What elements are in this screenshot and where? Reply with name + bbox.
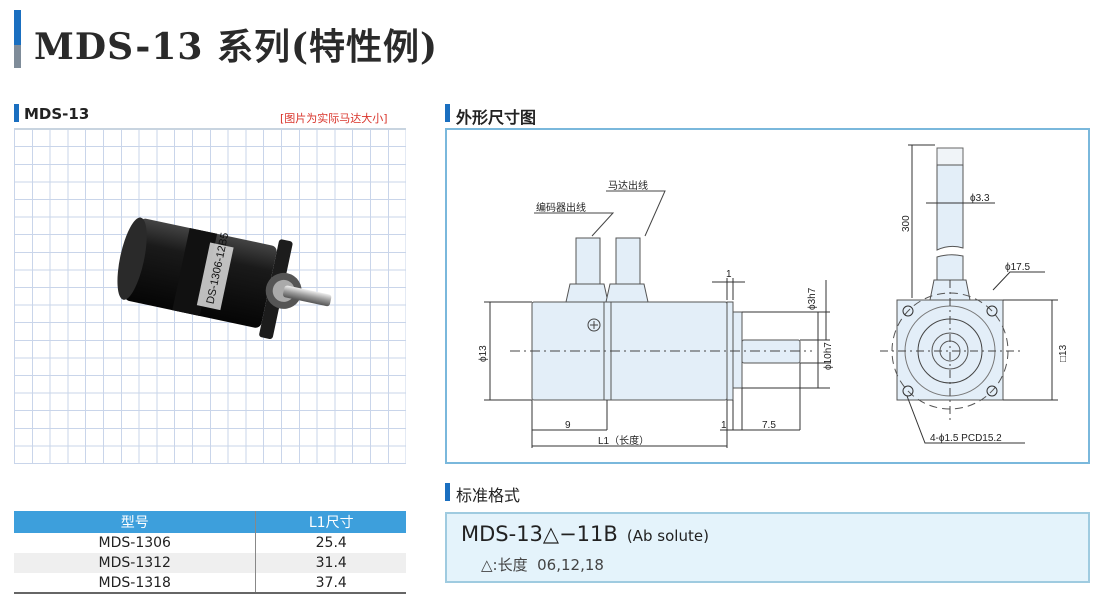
dim-holes: 4-ϕ1.5 PCD15.2: [930, 433, 1002, 444]
section-title-model: MDS-13: [24, 105, 90, 123]
scale-grid: DS-1306-12B5: [14, 128, 406, 464]
cell-l1: 37.4: [255, 573, 406, 594]
section-bar: [445, 104, 450, 122]
dimension-drawing-box: [445, 128, 1090, 464]
section-title-format: 标准格式: [456, 486, 521, 505]
dim-7-5: 7.5: [762, 420, 776, 431]
col-header-l1: L1尺寸: [255, 511, 406, 533]
format-box: MDS-13△−11B (Ab solute) △:长度 06,12,18: [445, 512, 1090, 583]
cell-l1: 25.4: [315, 535, 347, 551]
format-model: MDS-13△−11B: [461, 522, 618, 546]
motor-photo: DS-1306-12B5: [117, 217, 332, 340]
dim-boss: ϕ10h7: [823, 342, 834, 370]
label-encoder-cable: 编码器出线: [536, 201, 586, 214]
dim-circle: ϕ17.5: [1005, 262, 1031, 273]
cell-model: MDS-1306: [14, 533, 257, 553]
dim-square: □13: [1058, 344, 1069, 362]
cell-l1: 31.4: [255, 553, 406, 573]
dim-cable-dia: ϕ3.3: [970, 193, 990, 204]
cell-model: MDS-1312: [14, 553, 257, 573]
cell-model: MDS-1318: [14, 573, 257, 594]
dim-1-top: 1: [726, 269, 732, 280]
photo-note: [图片为实际马达大小]: [280, 112, 388, 125]
dim-1-bottom: 1: [721, 420, 727, 431]
page-title: MDS-13 系列(特性例): [34, 26, 439, 68]
dim-shaft: ϕ3h7: [807, 287, 818, 310]
front-view: [880, 144, 1058, 444]
title-accent-bar: [14, 10, 21, 68]
dim-9: 9: [565, 420, 571, 431]
side-view: [484, 190, 830, 448]
dim-cable-length: 300: [901, 215, 912, 232]
section-bar: [14, 104, 19, 122]
section-bar: [445, 483, 450, 501]
dim-l1: L1（长度）: [598, 434, 649, 447]
col-header-model: 型号: [14, 511, 257, 533]
format-legend: △:长度 06,12,18: [481, 556, 604, 574]
label-motor-cable: 马达出线: [608, 179, 648, 192]
section-title-dimensions: 外形尺寸图: [456, 108, 537, 127]
format-suffix: (Ab solute): [626, 527, 709, 545]
dim-body-dia: ϕ13: [478, 345, 489, 362]
table-row: MDS-1306 25.4: [14, 533, 406, 553]
